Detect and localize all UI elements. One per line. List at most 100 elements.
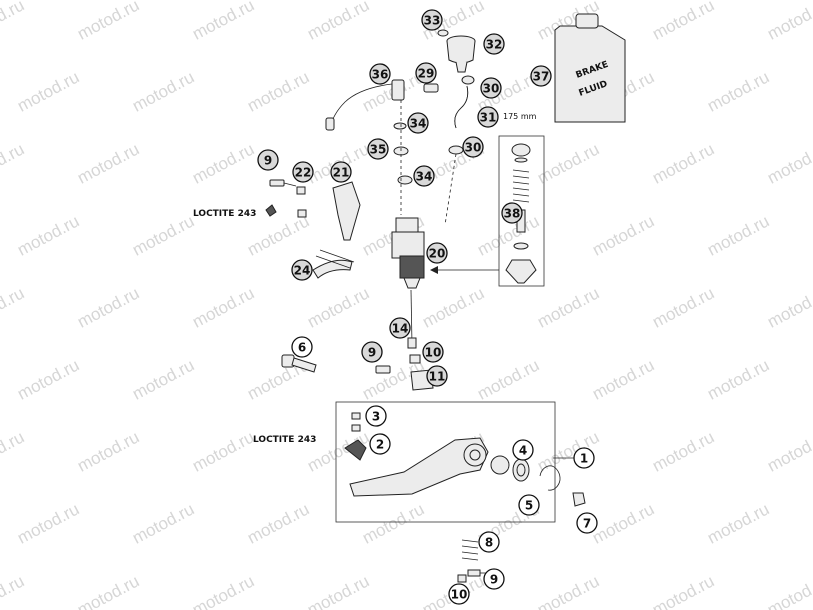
callout-9: 9 bbox=[361, 341, 383, 363]
brake-fluid-bottle: BRAKE FLUID bbox=[554, 13, 626, 123]
callout-10: 10 bbox=[422, 341, 444, 363]
callout-circle bbox=[448, 583, 470, 605]
seal-34-lower bbox=[397, 175, 413, 185]
callout-22: 22 bbox=[292, 161, 314, 183]
callout-circle bbox=[576, 512, 598, 534]
callout-circle bbox=[292, 161, 314, 183]
callout-circle bbox=[426, 242, 448, 264]
callout-38: 38 bbox=[501, 202, 523, 224]
screw-3 bbox=[351, 412, 361, 432]
nut-7 bbox=[572, 492, 586, 507]
callout-circle bbox=[365, 405, 387, 427]
callout-number: 10 bbox=[425, 346, 442, 360]
callout-circle bbox=[530, 65, 552, 87]
spring-8 bbox=[461, 539, 479, 561]
callout-30: 30 bbox=[462, 136, 484, 158]
callout-6: 6 bbox=[291, 336, 313, 358]
callout-circle bbox=[257, 149, 279, 171]
callout-36: 36 bbox=[369, 63, 391, 85]
callout-number: 20 bbox=[429, 247, 446, 261]
seal-34-top bbox=[393, 122, 407, 130]
bush-22 bbox=[296, 186, 307, 218]
callout-circle bbox=[483, 568, 505, 590]
callout-circle bbox=[389, 317, 411, 339]
callout-32: 32 bbox=[483, 33, 505, 55]
hose-length-label: 175 mm bbox=[503, 112, 537, 121]
callout-8: 8 bbox=[478, 531, 500, 553]
callout-number: 5 bbox=[525, 499, 533, 513]
nut-10-bottom bbox=[457, 574, 467, 583]
pushrod-14 bbox=[407, 289, 417, 349]
circlip-5 bbox=[539, 465, 561, 491]
callout-2: 2 bbox=[369, 433, 391, 455]
callout-number: 7 bbox=[583, 517, 591, 531]
callout-number: 9 bbox=[368, 346, 376, 360]
callout-circle bbox=[413, 165, 435, 187]
washer-loctite-top bbox=[265, 204, 277, 217]
callout-circle bbox=[407, 112, 429, 134]
callout-circle bbox=[367, 138, 389, 160]
callout-24: 24 bbox=[291, 259, 313, 281]
callout-number: 33 bbox=[424, 14, 441, 28]
callout-number: 35 bbox=[370, 143, 387, 157]
callout-number: 11 bbox=[429, 370, 446, 384]
callout-circle bbox=[477, 106, 499, 128]
callout-number: 10 bbox=[451, 588, 468, 602]
callout-3: 3 bbox=[365, 405, 387, 427]
callout-number: 2 bbox=[376, 438, 384, 452]
callout-number: 21 bbox=[333, 166, 350, 180]
hose-31 bbox=[454, 85, 469, 129]
callout-34: 34 bbox=[413, 165, 435, 187]
reservoir-32 bbox=[446, 35, 476, 73]
callout-circle bbox=[480, 77, 502, 99]
callout-number: 14 bbox=[392, 322, 409, 336]
banjo-29 bbox=[423, 83, 439, 93]
bracket-21 bbox=[332, 181, 361, 241]
callout-9: 9 bbox=[257, 149, 279, 171]
callout-29: 29 bbox=[415, 62, 437, 84]
callout-circle bbox=[330, 161, 352, 183]
callout-35: 35 bbox=[367, 138, 389, 160]
callout-number: 9 bbox=[264, 154, 272, 168]
seal-kit-38 bbox=[430, 135, 545, 287]
brake-pedal-1 bbox=[349, 437, 510, 497]
bearing-4 bbox=[512, 458, 530, 482]
callout-30: 30 bbox=[480, 77, 502, 99]
callout-circle bbox=[573, 447, 595, 469]
callout-circle bbox=[512, 439, 534, 461]
callout-number: 6 bbox=[298, 341, 306, 355]
loctite-label-top: LOCTITE 243 bbox=[193, 209, 256, 219]
fitting-36 bbox=[325, 79, 405, 131]
bolt-6 bbox=[281, 354, 317, 373]
brake-pedal-box bbox=[335, 401, 556, 523]
callout-number: 8 bbox=[485, 536, 493, 550]
callout-number: 38 bbox=[504, 207, 521, 221]
callout-4: 4 bbox=[512, 439, 534, 461]
callout-33: 33 bbox=[421, 9, 443, 31]
callout-circle bbox=[415, 62, 437, 84]
callout-circle bbox=[291, 259, 313, 281]
clamp-30-top bbox=[461, 75, 475, 85]
loctite-label-bottom: LOCTITE 243 bbox=[253, 435, 316, 445]
callout-10: 10 bbox=[448, 583, 470, 605]
boot-24 bbox=[312, 249, 355, 279]
callout-14: 14 bbox=[389, 317, 411, 339]
callout-9: 9 bbox=[483, 568, 505, 590]
spring-holder-2 bbox=[344, 439, 367, 461]
clamp-30-bottom bbox=[448, 145, 464, 155]
callout-circle bbox=[518, 494, 540, 516]
screw-9-top bbox=[269, 179, 297, 187]
callout-number: 3 bbox=[372, 410, 380, 424]
callout-number: 4 bbox=[519, 444, 527, 458]
callout-circle bbox=[462, 136, 484, 158]
callout-number: 9 bbox=[490, 573, 498, 587]
callout-number: 34 bbox=[410, 117, 427, 131]
callout-circle bbox=[501, 202, 523, 224]
callout-number: 37 bbox=[533, 70, 550, 84]
callout-number: 30 bbox=[465, 141, 482, 155]
callout-circle bbox=[291, 336, 313, 358]
callout-20: 20 bbox=[426, 242, 448, 264]
